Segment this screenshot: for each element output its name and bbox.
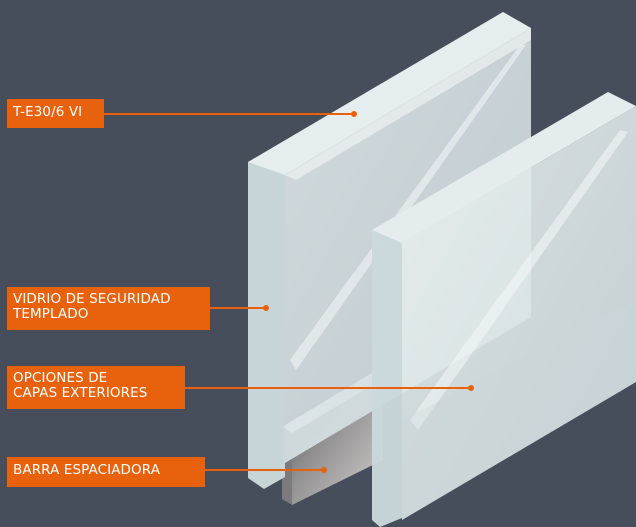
leader-line-outer-layers <box>185 387 469 389</box>
leader-line-glass-type <box>104 113 352 115</box>
leader-line-safety-glass <box>210 307 265 309</box>
front-glass-pane <box>372 92 636 527</box>
leader-dot-outer-layers <box>468 385 474 391</box>
label-glass-type: T-E30/6 VI <box>7 99 104 128</box>
leader-line-spacer <box>205 469 323 471</box>
label-spacer: BARRA ESPACIADORA <box>7 457 205 487</box>
leader-dot-glass-type <box>351 111 357 117</box>
label-safety-glass: VIDRIO DE SEGURIDAD TEMPLADO <box>7 287 210 330</box>
leader-dot-safety-glass <box>263 305 269 311</box>
leader-dot-spacer <box>321 467 327 473</box>
label-outer-layers: OPCIONES DE CAPAS EXTERIORES <box>7 366 185 409</box>
